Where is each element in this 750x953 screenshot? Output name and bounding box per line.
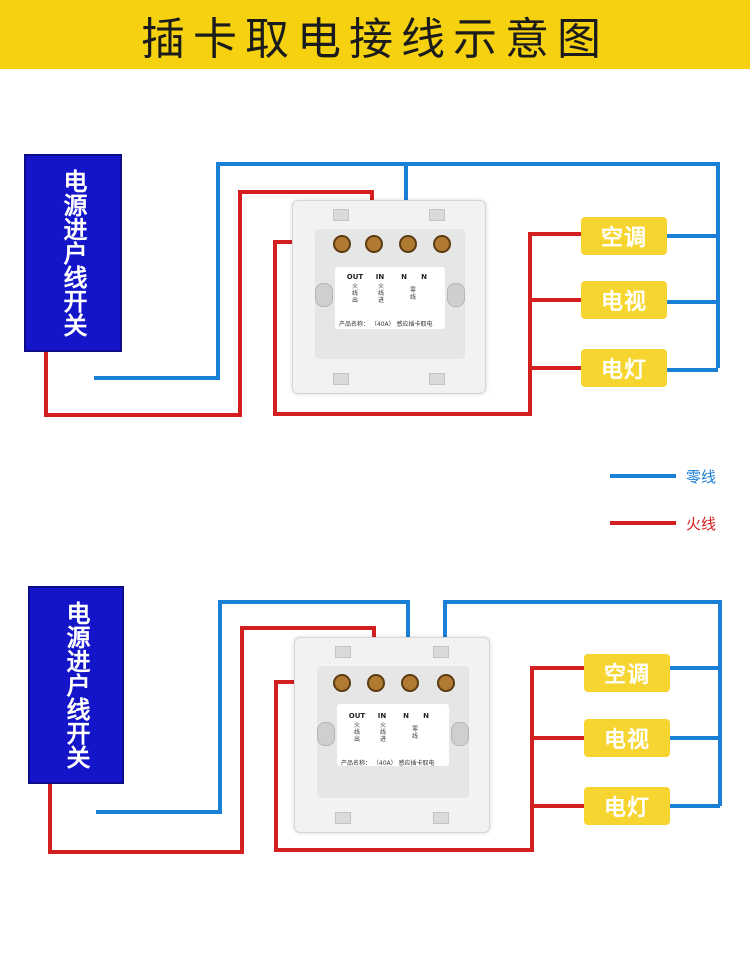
switch-clip xyxy=(335,812,351,824)
terminal-sublabel-out: 火线出 xyxy=(353,722,360,743)
terminal-n1 xyxy=(401,674,419,692)
power-entry-box: 电源进户线开关 xyxy=(28,586,124,784)
terminal-label-in: IN xyxy=(377,712,387,720)
terminal-n1 xyxy=(399,235,417,253)
terminal-in xyxy=(365,235,383,253)
appliance-air-conditioner: 空调 xyxy=(584,654,670,692)
terminal-out xyxy=(333,674,351,692)
mount-hole xyxy=(451,722,469,746)
mount-hole xyxy=(315,283,333,307)
switch-product-line: 产品名称： （40A） 感应插卡取电 xyxy=(341,760,435,767)
appliance-tv: 电视 xyxy=(584,719,670,757)
terminal-label-out: OUT xyxy=(346,273,364,281)
terminal-sublabel-out: 火线出 xyxy=(351,283,358,304)
page-title: 插卡取电接线示意图 xyxy=(141,13,609,65)
switch-clip xyxy=(429,209,445,221)
terminal-label-in: IN xyxy=(375,273,385,281)
neutral-wire-power xyxy=(94,162,720,380)
terminal-n2 xyxy=(437,674,455,692)
neutral-wire-power xyxy=(96,600,410,814)
appliance-tv: 电视 xyxy=(581,281,667,319)
switch-clip xyxy=(333,373,349,385)
terminal-sublabel-n: 零线 xyxy=(411,726,418,740)
live-wire-out xyxy=(273,232,584,416)
switch-clip xyxy=(333,209,349,221)
appliance-lamp: 电灯 xyxy=(581,349,667,387)
terminal-n2 xyxy=(433,235,451,253)
terminal-sublabel-in: 火线进 xyxy=(377,283,384,304)
power-entry-label: 电源进户线开关 xyxy=(59,169,87,337)
switch-label-box xyxy=(335,267,445,329)
power-entry-label: 电源进户线开关 xyxy=(62,601,90,769)
appliance-lamp: 电灯 xyxy=(584,787,670,825)
terminal-out xyxy=(333,235,351,253)
terminal-sublabel-in: 火线进 xyxy=(379,722,386,743)
switch-clip xyxy=(433,646,449,658)
terminal-label-n2: N xyxy=(423,712,429,720)
live-wire-power xyxy=(48,626,376,854)
terminal-label-n1: N xyxy=(401,273,407,281)
legend-neutral-label: 零线 xyxy=(686,468,717,486)
legend-live-line xyxy=(610,521,676,525)
card-switch: OUT IN N N 火线出 火线进 零线 产品名称： （40A） 感应插卡取电 xyxy=(294,637,490,833)
terminal-sublabel-n: 零线 xyxy=(409,287,416,301)
title-banner: 插卡取电接线示意图 xyxy=(0,0,750,69)
card-switch: OUT IN N N 火线出 火线进 零线 产品名称： （40A） 感应插卡取电 xyxy=(292,200,486,394)
live-wire-out xyxy=(274,666,584,852)
wiring-diagram-1: 电源进户线开关 OUT IN N N 火线出 火线进 零线 产品名称： （40A… xyxy=(0,150,750,450)
wiring-diagram-2: 电源进户线开关 OUT IN N N 火线出 火线进 零线 产品名称： （40A… xyxy=(0,582,750,882)
appliance-air-conditioner: 空调 xyxy=(581,217,667,255)
switch-clip xyxy=(429,373,445,385)
mount-hole xyxy=(447,283,465,307)
mount-hole xyxy=(317,722,335,746)
legend-live-label: 火线 xyxy=(686,515,717,533)
switch-label-box xyxy=(337,704,449,766)
terminal-label-n1: N xyxy=(403,712,409,720)
switch-clip xyxy=(335,646,351,658)
terminal-label-n2: N xyxy=(421,273,427,281)
switch-clip xyxy=(433,812,449,824)
power-entry-box: 电源进户线开关 xyxy=(24,154,122,352)
terminal-in xyxy=(367,674,385,692)
terminal-label-out: OUT xyxy=(348,712,366,720)
legend-neutral-line xyxy=(610,474,676,478)
switch-product-line: 产品名称： （40A） 感应插卡取电 xyxy=(339,321,433,328)
